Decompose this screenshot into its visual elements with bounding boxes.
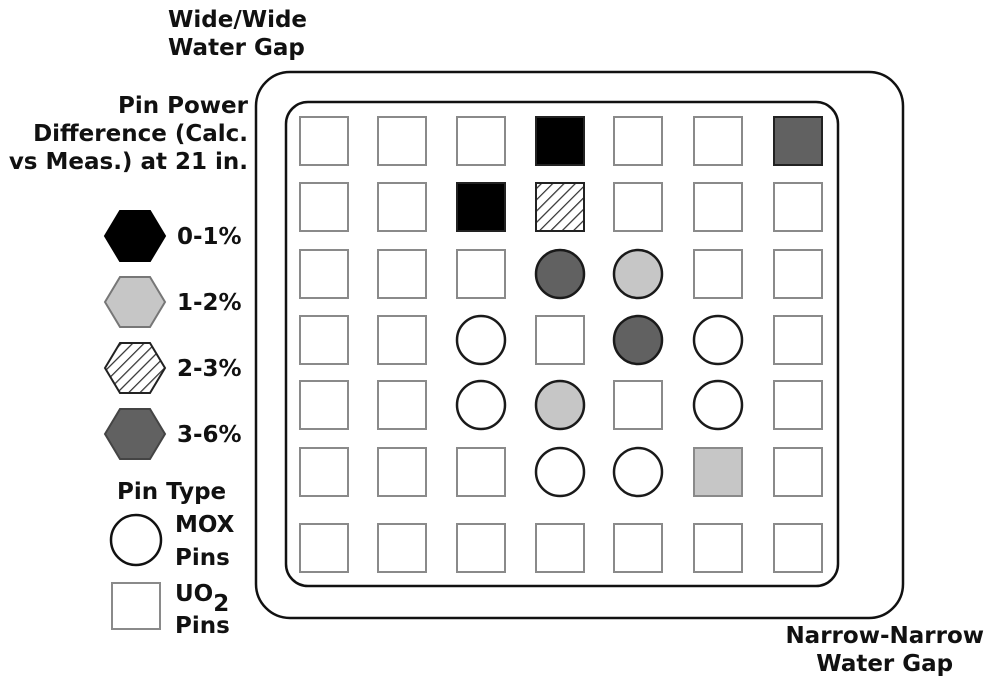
uo2-pin xyxy=(299,249,349,299)
pin-grid xyxy=(299,116,823,573)
uo2-pin xyxy=(299,523,349,573)
legend-label-0-1: 0-1% xyxy=(177,224,242,250)
uo2-pin xyxy=(535,523,585,573)
legend-label-mox-pins: Pins xyxy=(175,545,230,571)
legend-label-1-2: 1-2% xyxy=(177,290,242,316)
legend-title-line-1: Pin Power xyxy=(118,93,248,119)
uo2-pin xyxy=(377,249,427,299)
uo2-pin xyxy=(456,182,506,232)
uo2-pin xyxy=(456,523,506,573)
legend-mox-circle xyxy=(109,513,163,567)
uo2-pin xyxy=(456,447,506,497)
legend-uo2-square xyxy=(111,582,161,630)
uo2-pin xyxy=(773,116,823,166)
legend-shapes xyxy=(103,210,167,630)
wide-water-gap-line-1: Wide/Wide xyxy=(168,7,308,33)
mox-pin xyxy=(455,314,507,366)
narrow-water-gap-line-1: Narrow-Narrow xyxy=(785,623,984,649)
legend-label-uo2: UO2 xyxy=(175,580,229,617)
uo2-pin xyxy=(773,315,823,365)
outer-frame xyxy=(254,70,905,620)
uo2-pin xyxy=(773,249,823,299)
mox-pin xyxy=(612,446,664,498)
uo2-pin xyxy=(299,182,349,232)
uo2-pin xyxy=(613,182,663,232)
uo2-pin xyxy=(377,116,427,166)
uo2-pin xyxy=(693,116,743,166)
narrow-water-gap-line-2: Water Gap xyxy=(816,651,954,677)
uo2-pin xyxy=(299,315,349,365)
legend-label-2-3: 2-3% xyxy=(177,356,242,382)
mox-pin xyxy=(692,314,744,366)
uo2-pin xyxy=(299,116,349,166)
legend-title: Pin Power Difference (Calc. vs Meas.) at… xyxy=(9,92,248,176)
uo2-pin xyxy=(535,182,585,232)
legend-hexagon-black xyxy=(103,210,167,262)
uo2-pin xyxy=(613,380,663,430)
legend-title-line-3: vs Meas.) at 21 in. xyxy=(8,149,248,175)
mox-pin xyxy=(534,446,586,498)
uo2-pin xyxy=(693,249,743,299)
uo2-pin xyxy=(773,447,823,497)
mox-pin xyxy=(612,248,664,300)
legend-hexagon-lightgray xyxy=(103,276,167,328)
uo2-pin xyxy=(299,447,349,497)
legend-label-uo2-pins: Pins xyxy=(175,613,230,639)
uo2-pin xyxy=(299,380,349,430)
uo2-pin xyxy=(693,523,743,573)
mox-pin xyxy=(692,379,744,431)
uo2-pin xyxy=(535,315,585,365)
legend-label-mox: MOX xyxy=(175,512,235,538)
uo2-pin xyxy=(456,249,506,299)
uo2-pin xyxy=(773,380,823,430)
uo2-pin xyxy=(456,116,506,166)
uo2-pin xyxy=(377,447,427,497)
uo2-pin xyxy=(773,523,823,573)
mox-pin xyxy=(534,379,586,431)
legend-label-uo: UO xyxy=(175,581,214,607)
uo2-pin xyxy=(377,380,427,430)
uo2-pin xyxy=(693,447,743,497)
uo2-pin xyxy=(535,116,585,166)
legend-title-line-2: Difference (Calc. xyxy=(33,121,248,147)
legend-hexagon-darkgray xyxy=(103,408,167,460)
mox-pin xyxy=(534,248,586,300)
uo2-pin xyxy=(377,315,427,365)
legend-label-3-6: 3-6% xyxy=(177,422,242,448)
wide-water-gap-line-2: Water Gap xyxy=(168,35,305,61)
uo2-pin xyxy=(377,182,427,232)
mox-pin xyxy=(612,314,664,366)
uo2-pin xyxy=(377,523,427,573)
narrow-water-gap-label: Narrow-Narrow Water Gap xyxy=(785,622,984,678)
wide-water-gap-label: Wide/Wide Water Gap xyxy=(168,6,307,62)
legend-hexagon-hatched xyxy=(103,342,167,394)
mox-pin xyxy=(455,379,507,431)
inner-frame xyxy=(284,100,840,588)
uo2-pin xyxy=(613,523,663,573)
uo2-pin xyxy=(613,116,663,166)
pin-type-title: Pin Type xyxy=(117,479,227,505)
uo2-pin xyxy=(693,182,743,232)
uo2-pin xyxy=(773,182,823,232)
legend-label-uo-subscript: 2 xyxy=(213,591,230,617)
